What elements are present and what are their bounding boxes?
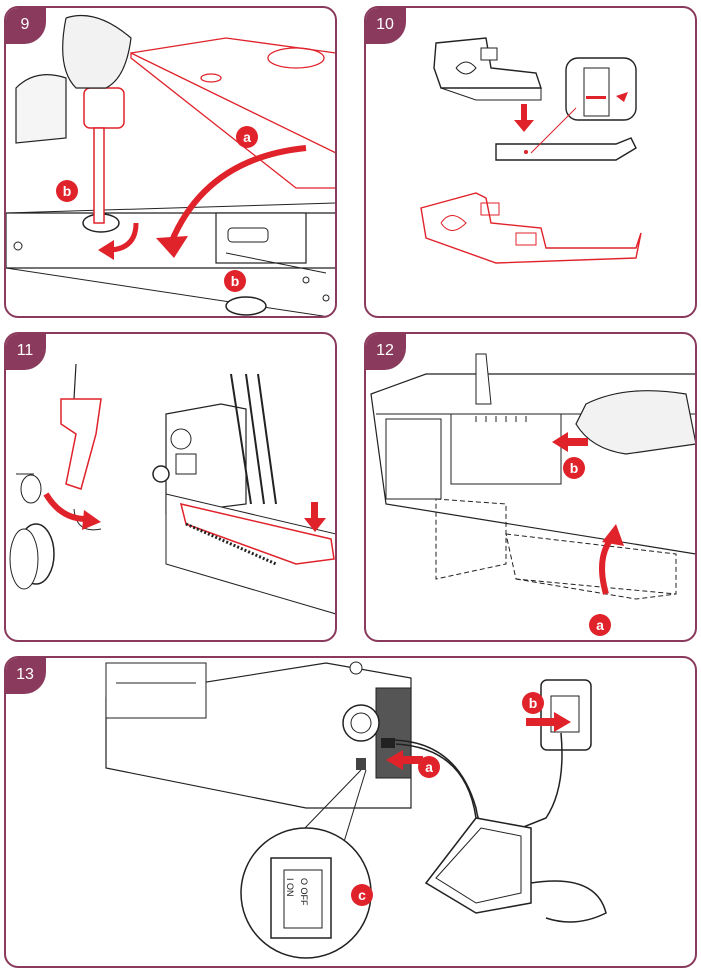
label-c: c <box>351 884 373 906</box>
illustration-lower-presser-foot <box>9 363 335 615</box>
label-b: b <box>56 180 78 202</box>
step-number-9: 9 <box>6 8 46 44</box>
switch-on-text: I ON <box>285 878 295 897</box>
label-b: b <box>522 692 544 714</box>
step-number-13: 13 <box>6 658 46 694</box>
panel-step-13: 13 I ON O OFF a b c <box>4 656 697 968</box>
illustration-connect-power <box>105 661 607 959</box>
label-b: b <box>224 270 246 292</box>
switch-off-text: O OFF <box>299 878 309 906</box>
panel-step-12: 12 b a <box>364 332 697 642</box>
panel-step-9: 9 a b b <box>4 6 337 318</box>
label-b: b <box>563 457 585 479</box>
illustration-remove-needle-plate <box>6 14 335 316</box>
label-a: a <box>589 614 611 636</box>
label-a: a <box>236 126 258 148</box>
panel-step-11: 11 <box>4 332 337 642</box>
label-a: a <box>418 756 440 778</box>
illustration-presser-foot-alignment <box>420 37 642 264</box>
illustration-attach-table <box>370 353 695 600</box>
panel-step-10: 10 <box>364 6 697 318</box>
